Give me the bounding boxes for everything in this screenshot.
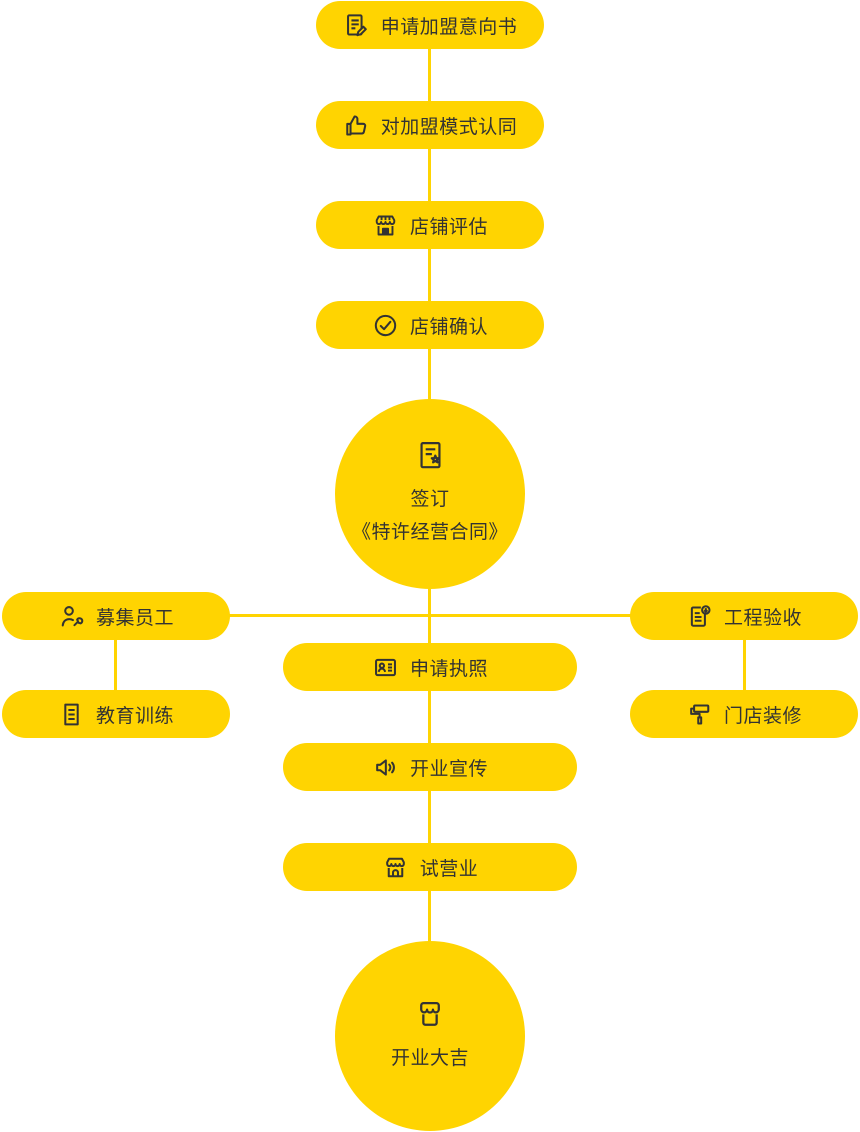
- flow-step-opening-publicity: 开业宣传: [283, 743, 577, 791]
- thumbs-up-icon: [343, 112, 370, 139]
- id-card-icon: [372, 654, 399, 681]
- document-stamp-icon: [686, 603, 713, 630]
- store-door-icon: [382, 854, 409, 881]
- step-label: 工程验收: [723, 607, 802, 629]
- step-label: 申请执照: [409, 658, 488, 680]
- storefront-icon: [372, 212, 399, 239]
- flow-step-shop-confirmation: 店铺确认: [316, 301, 544, 349]
- step-label-line1: 签订: [410, 488, 450, 510]
- megaphone-icon: [372, 754, 399, 781]
- flow-step-shop-evaluation: 店铺评估: [316, 201, 544, 249]
- flow-step-grand-opening: 开业大吉: [335, 941, 525, 1131]
- flow-step-shop-decoration: 门店装修: [630, 690, 858, 738]
- step-label: 申请加盟意向书: [380, 16, 518, 38]
- flow-step-education-training: 教育训练: [2, 690, 230, 738]
- flow-step-project-acceptance: 工程验收: [630, 592, 858, 640]
- step-label-line2: 《特许经营合同》: [351, 521, 508, 543]
- flow-step-application-letter: 申请加盟意向书: [316, 1, 544, 49]
- document-edit-icon: [343, 12, 370, 39]
- store-awning-icon: [413, 997, 447, 1031]
- connector-right-branch-vertical: [743, 616, 746, 714]
- step-label: 对加盟模式认同: [380, 116, 518, 138]
- step-label: 开业大吉: [390, 1047, 469, 1069]
- connector-left-branch-vertical: [114, 616, 117, 714]
- flow-step-license-application: 申请执照: [283, 643, 577, 691]
- step-label: 教育训练: [95, 705, 174, 727]
- flow-step-sign-contract: 签订 《特许经营合同》: [335, 399, 525, 589]
- connector-branch-horizontal: [114, 614, 746, 617]
- step-label: 店铺确认: [409, 316, 488, 338]
- check-circle-icon: [372, 312, 399, 339]
- person-wrench-icon: [58, 603, 85, 630]
- step-label: 募集员工: [95, 607, 174, 629]
- notebook-icon: [58, 701, 85, 728]
- flow-step-recruit-staff: 募集员工: [2, 592, 230, 640]
- paint-roller-icon: [686, 701, 713, 728]
- step-label: 店铺评估: [409, 216, 488, 238]
- step-label: 门店装修: [723, 705, 802, 727]
- step-label: 试营业: [419, 858, 479, 880]
- flow-step-model-agreement: 对加盟模式认同: [316, 101, 544, 149]
- step-label: 开业宣传: [409, 758, 488, 780]
- contract-star-icon: [414, 439, 447, 472]
- flow-step-trial-operation: 试营业: [283, 843, 577, 891]
